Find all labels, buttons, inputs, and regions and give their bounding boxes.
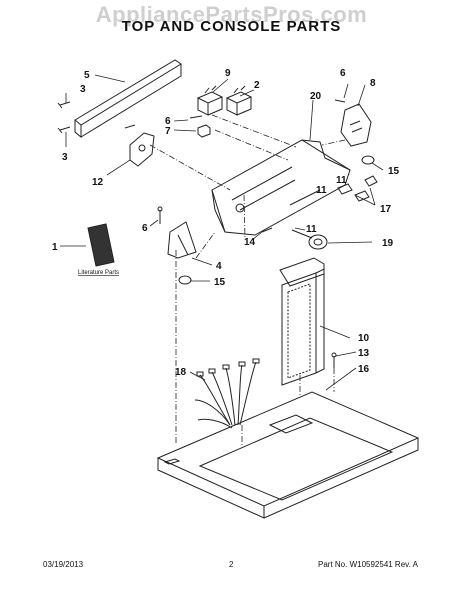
part-endcap-4 <box>167 221 197 259</box>
callout-20: 20 <box>310 91 322 102</box>
footer-part-info: Part No. W10592541 Rev. A <box>318 560 418 569</box>
callout-3a: 3 <box>80 84 86 95</box>
part-screw-top <box>57 101 71 109</box>
callout-11a: 11 <box>336 175 347 186</box>
callout-19: 19 <box>382 238 394 249</box>
part-switch-2 <box>225 85 253 116</box>
callout-6b: 6 <box>165 116 171 127</box>
callout-9: 9 <box>225 68 231 79</box>
footer-page: 2 <box>229 560 234 569</box>
callout-4: 4 <box>216 261 222 272</box>
callout-numbers: 5 3 3 9 2 6 8 6 7 20 12 15 11 11 17 6 14… <box>52 68 400 378</box>
callout-3b: 3 <box>62 152 68 163</box>
callout-5: 5 <box>84 70 90 81</box>
part-hinge-8 <box>334 99 372 147</box>
callout-12: 12 <box>92 177 104 188</box>
part-lint-screen-10 <box>279 257 325 386</box>
callout-7: 7 <box>165 126 171 137</box>
part-screw-14 <box>261 227 273 233</box>
part-console-20 <box>211 139 351 236</box>
leader-lines <box>149 114 346 445</box>
callout-15a: 15 <box>388 166 400 177</box>
callout-6c: 6 <box>142 223 148 234</box>
part-screw-6a <box>189 115 203 119</box>
part-knob-19 <box>291 229 328 250</box>
part-literature-1 <box>87 223 115 267</box>
callout-15b: 15 <box>214 277 226 288</box>
footer-date: 03/19/2013 <box>43 560 84 569</box>
part-screw-13 <box>331 352 337 368</box>
part-bracket-12 <box>124 124 155 167</box>
callout-1: 1 <box>52 242 58 253</box>
callout-11b: 11 <box>316 185 327 196</box>
callout-8: 8 <box>370 78 376 89</box>
callout-13: 13 <box>358 348 370 359</box>
part-clip-15 <box>361 155 375 165</box>
watermark: AppliancePartsPros.com <box>95 2 368 27</box>
part-screw-6b <box>157 206 163 224</box>
page-title: TOP AND CONSOLE PARTS <box>121 18 342 35</box>
callout-10: 10 <box>358 333 370 344</box>
callout-16: 16 <box>358 364 370 375</box>
callout-lines <box>60 74 384 391</box>
callout-2: 2 <box>254 80 260 91</box>
callout-18: 18 <box>175 367 187 378</box>
callout-6a: 6 <box>340 68 346 79</box>
part-clips-17 <box>337 175 378 202</box>
callout-11c: 11 <box>306 224 317 235</box>
part-top-panel-16 <box>156 391 420 519</box>
part-clip-7 <box>197 124 211 138</box>
part-screw-bottom <box>57 126 71 134</box>
part-clip-15b <box>178 275 192 285</box>
callout-14: 14 <box>244 237 256 248</box>
callout-17: 17 <box>380 204 392 215</box>
part-harness-18 <box>194 358 260 429</box>
literature-label: Literature Parts <box>78 270 119 276</box>
part-switch-9 <box>196 85 224 116</box>
part-rear-panel <box>74 59 182 139</box>
